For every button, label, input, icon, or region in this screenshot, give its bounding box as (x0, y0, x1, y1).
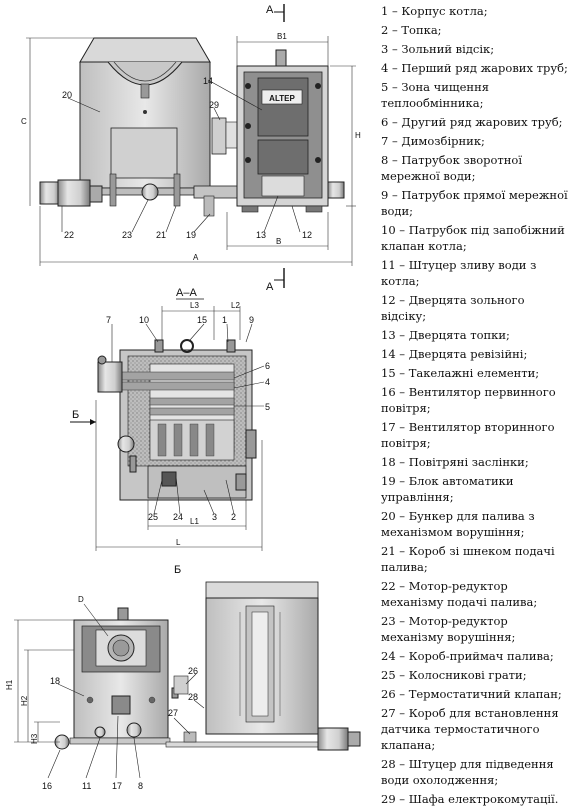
callout-12: 12 (302, 230, 312, 240)
boiler-technical-drawing: А (5, 4, 361, 791)
legend-item: 10 – Патрубок під запобіжний клапан котл… (381, 223, 565, 253)
dim-h3: H3 (30, 733, 39, 744)
legend-item: 23 – Мотор-редуктор механізму ворушіння; (381, 614, 516, 644)
callout-24: 24 (173, 512, 183, 522)
legend-item: 13 – Дверцята топки; (381, 328, 510, 342)
callout-17: 17 (112, 781, 122, 791)
legend-item: 15 – Такелажні елементи; (381, 366, 540, 380)
callout-10: 10 (139, 315, 149, 325)
view-b: Б (5, 564, 361, 791)
legend-item: 8 – Патрубок зворотної мережної води; (381, 153, 523, 183)
section-mark-bottom: А (266, 281, 274, 293)
legend-item: 18 – Повітряні заслінки; (381, 455, 529, 469)
legend-item: 6 – Другий ряд жарових труб; (381, 115, 563, 129)
legend-item: 2 – Топка; (381, 23, 442, 37)
callout-20: 20 (62, 90, 72, 100)
legend-item: 16 – Вентилятор первинного повітря; (381, 385, 556, 415)
fuel-hopper (79, 37, 211, 189)
dim-l: L (176, 538, 181, 547)
callout-8: 8 (138, 781, 143, 791)
legend-item: 19 – Блок автоматики управління; (381, 474, 514, 504)
legend-item: 22 – Мотор-редуктор механізму подачі пал… (381, 579, 538, 609)
legend-item: 7 – Димозбірник; (381, 134, 485, 148)
dim-h1: H1 (5, 679, 14, 690)
section-aa-view: А–А L3 L2 (70, 287, 270, 551)
legend-item: 24 – Короб-приймач палива; (381, 649, 554, 663)
callout-5: 5 (265, 402, 270, 412)
dim-b: B (276, 237, 281, 246)
section-mark-top: А (266, 4, 274, 16)
legend-item: 9 – Патрубок прямої мережної води; (381, 188, 568, 218)
callout-25: 25 (148, 512, 158, 522)
legend-item: 5 – Зона чищення теплообмінника; (381, 80, 489, 110)
callout-28: 28 (188, 692, 198, 702)
callout-14: 14 (203, 76, 213, 86)
legend-item: 11 – Штуцер зливу води з котла; (381, 258, 537, 288)
legend-item: 26 – Термостатичний клапан; (381, 687, 562, 701)
legend-item: 1 – Корпус котла; (381, 4, 488, 18)
callout-11: 11 (82, 781, 91, 791)
section-aa-title: А–А (176, 287, 197, 299)
callout-7: 7 (106, 315, 111, 325)
view-b-title: Б (174, 564, 181, 576)
callout-19: 19 (186, 230, 196, 240)
dim-l2: L2 (231, 301, 240, 310)
callout-29: 29 (209, 100, 219, 110)
legend-item: 12 – Дверцята зольного відсіку; (381, 293, 525, 323)
callout-4: 4 (265, 377, 270, 387)
front-view: А (21, 4, 361, 293)
callout-23: 23 (122, 230, 132, 240)
dim-c: C (21, 117, 27, 126)
brand-plate: ALTEP (269, 94, 295, 103)
legend-item: 21 – Короб зі шнеком подачі палива; (381, 544, 555, 574)
dim-l3: L3 (190, 301, 199, 310)
callout-26: 26 (188, 666, 198, 676)
dim-h2: H2 (20, 695, 29, 706)
fuel-feed-motor (39, 179, 103, 207)
boiler-body-front: ALTEP (236, 49, 345, 213)
legend-item: 4 – Перший ряд жарових труб; (381, 61, 568, 75)
callout-2: 2 (231, 512, 236, 522)
legend-item: 28 – Штуцер для підведення води охолодже… (381, 757, 554, 787)
legend-item: 3 – Зольний відсік; (381, 42, 495, 56)
view-b-mark: Б (72, 409, 79, 421)
callout-22: 22 (64, 230, 74, 240)
callout-1: 1 (222, 315, 227, 325)
legend-item: 14 – Дверцята ревізійні; (381, 347, 528, 361)
component-legend: 1 – Корпус котла; 2 – Топка; 3 – Зольний… (381, 3, 569, 810)
callout-27: 27 (168, 708, 178, 718)
legend-item: 20 – Бункер для палива з механізмом вору… (381, 509, 535, 539)
callout-16: 16 (42, 781, 52, 791)
dim-l1: L1 (190, 517, 199, 526)
callout-6: 6 (265, 361, 270, 371)
dim-d: D (78, 595, 84, 604)
dim-a: A (193, 253, 199, 262)
callout-13: 13 (256, 230, 266, 240)
callout-15: 15 (197, 315, 207, 325)
callout-3: 3 (212, 512, 217, 522)
legend-item: 29 – Шафа електрокомутації. (381, 792, 559, 806)
legend-item: 27 – Короб для встановлення датчика терм… (381, 706, 559, 752)
legend-item: 17 – Вентилятор вторинного повітря; (381, 420, 555, 450)
dim-h: H (355, 131, 361, 140)
callout-9: 9 (249, 315, 254, 325)
legend-item: 25 – Колосникові грати; (381, 668, 527, 682)
callout-21: 21 (156, 230, 166, 240)
callout-18: 18 (50, 676, 60, 686)
dim-b1: B1 (277, 32, 287, 41)
